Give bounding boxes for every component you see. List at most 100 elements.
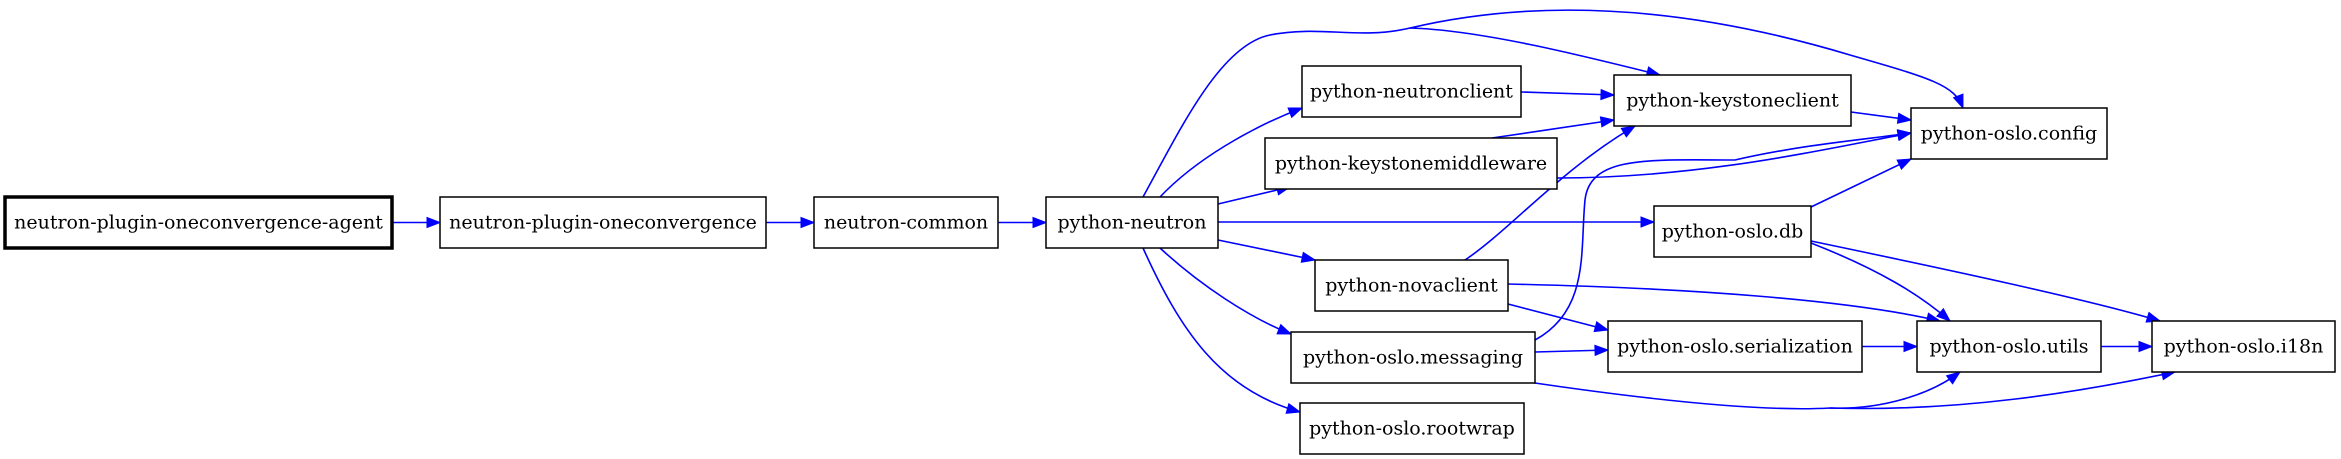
edge-keystonemw-to-config-line: [1556, 132, 1912, 179]
edge-novaclient-to-utils: [1507, 283, 1942, 324]
node-plugin-label: neutron-plugin-oneconvergence: [449, 212, 757, 234]
edge-agent-to-plugin-arrowhead: [426, 216, 442, 229]
edge-keystonemw-to-keystoneclient-line: [1491, 119, 1615, 139]
edge-keystonemw-to-keystoneclient: [1491, 116, 1616, 139]
edge-messaging-to-serialization: [1534, 344, 1610, 357]
node-common-box: [813, 196, 999, 249]
edge-messaging-to-config-line: [1534, 132, 1912, 341]
edge-messaging-to-i18n: [1829, 369, 2177, 410]
node-plugin[interactable]: neutron-plugin-oneconvergence: [439, 196, 767, 249]
node-messaging-box: [1290, 331, 1536, 384]
edge-neutronclient-to-keystoneclient: [1520, 88, 1616, 101]
node-agent-label: neutron-plugin-oneconvergence-agent: [14, 212, 383, 234]
node-config-box: [1910, 107, 2108, 160]
edge-messaging-to-utils-line: [1527, 371, 1961, 410]
node-keystoneclient-box: [1613, 74, 1852, 127]
edge-novaclient-to-keystoneclient-arrowhead: [1620, 125, 1637, 138]
node-i18n-label: python-oslo.i18n: [2164, 336, 2324, 358]
edge-messaging-to-config: [1534, 129, 1913, 341]
node-agent-box: [3, 195, 394, 250]
edge-serialization-to-utils: [1862, 340, 1919, 353]
edge-agent-to-plugin: [392, 216, 442, 229]
edge-pyneutron-to-rootwrap-arrowhead: [1285, 402, 1302, 414]
edge-pyneutron-to-rootwrap-line: [1142, 247, 1301, 413]
node-common[interactable]: neutron-common: [813, 196, 999, 249]
edge-pyneutron-to-neutronclient-line: [1159, 107, 1303, 198]
edge-pyneutron-to-config: [1409, 9, 1964, 110]
node-utils[interactable]: python-oslo.utils: [1916, 320, 2102, 373]
node-messaging-label: python-oslo.messaging: [1303, 347, 1523, 369]
node-config-label: python-oslo.config: [1921, 123, 2097, 145]
edge-novaclient-to-serialization: [1507, 303, 1610, 333]
node-config[interactable]: python-oslo.config: [1910, 107, 2108, 160]
node-agent[interactable]: neutron-plugin-oneconvergence-agent: [3, 195, 394, 250]
edge-keystonemw-to-keystoneclient-arrowhead: [1599, 116, 1616, 128]
edge-neutronclient-to-keystoneclient-line: [1520, 91, 1615, 96]
edge-plugin-to-common: [766, 216, 816, 229]
edge-pyneutron-to-novaclient: [1217, 239, 1317, 263]
node-serialization-box: [1607, 320, 1863, 373]
edge-messaging-to-serialization-arrowhead: [1594, 344, 1610, 357]
node-db-box: [1653, 205, 1812, 258]
edge-pyneutron-to-db: [1218, 216, 1656, 228]
node-keystonemw-box: [1264, 137, 1558, 190]
node-keystoneclient[interactable]: python-keystoneclient: [1613, 74, 1852, 127]
edge-db-to-i18n-line: [1810, 240, 2161, 322]
node-i18n-box: [2151, 320, 2336, 373]
node-plugin-box: [439, 196, 767, 249]
node-neutronclient[interactable]: python-neutronclient: [1301, 65, 1522, 118]
node-i18n[interactable]: python-oslo.i18n: [2151, 320, 2336, 373]
edge-utils-to-i18n: [2101, 340, 2154, 353]
edge-neutronclient-to-keystoneclient-arrowhead: [1600, 88, 1616, 101]
node-pyneutron-box: [1045, 196, 1219, 249]
edge-db-to-utils: [1810, 242, 1952, 322]
node-utils-label: python-oslo.utils: [1929, 336, 2088, 358]
edge-pyneutron-to-messaging: [1159, 247, 1293, 335]
edge-keystonemw-to-config: [1556, 129, 1913, 179]
edge-novaclient-to-utils-line: [1507, 283, 1941, 322]
edge-db-to-utils-arrowhead: [1936, 307, 1952, 322]
node-keystoneclient-label: python-keystoneclient: [1626, 90, 1839, 112]
node-db-label: python-oslo.db: [1662, 221, 1804, 243]
node-pyneutron[interactable]: python-neutron: [1045, 196, 1219, 249]
node-neutronclient-label: python-neutronclient: [1310, 81, 1513, 103]
edge-pyneutron-to-db-arrowhead: [1640, 216, 1656, 228]
edge-keystoneclient-to-config-arrowhead: [1896, 112, 1913, 124]
edge-pyneutron-to-novaclient-line: [1217, 239, 1316, 261]
node-utils-box: [1916, 320, 2102, 373]
edge-pyneutron-to-messaging-line: [1159, 247, 1292, 335]
edge-pyneutron-to-rootwrap: [1142, 247, 1302, 414]
node-keystonemw[interactable]: python-keystonemiddleware: [1264, 137, 1558, 190]
node-neutronclient-box: [1301, 65, 1522, 118]
edge-pyneutron-to-neutronclient: [1159, 107, 1304, 198]
edge-common-to-pyneutron-arrowhead: [1032, 216, 1048, 229]
edge-novaclient-to-keystoneclient: [1464, 125, 1637, 261]
node-messaging[interactable]: python-oslo.messaging: [1290, 331, 1536, 384]
edge-common-to-pyneutron: [998, 216, 1048, 229]
edge-plugin-to-common-arrowhead: [800, 216, 816, 229]
edge-pyneutron-to-novaclient-arrowhead: [1300, 251, 1317, 263]
edge-novaclient-to-keystoneclient-line: [1464, 125, 1636, 261]
edge-pyneutron-to-neutronclient-arrowhead: [1287, 107, 1304, 119]
node-rootwrap[interactable]: python-oslo.rootwrap: [1299, 402, 1525, 455]
edge-novaclient-to-serialization-arrowhead: [1593, 321, 1610, 333]
edge-keystoneclient-to-config: [1850, 111, 1913, 124]
node-db[interactable]: python-oslo.db: [1653, 205, 1812, 258]
node-keystonemw-label: python-keystonemiddleware: [1275, 153, 1547, 175]
node-novaclient-box: [1314, 259, 1509, 312]
edge-novaclient-to-serialization-line: [1507, 303, 1609, 331]
node-serialization[interactable]: python-oslo.serialization: [1607, 320, 1863, 373]
edge-pyneutron-to-config-line: [1409, 9, 1964, 109]
edge-db-to-utils-line: [1810, 242, 1951, 322]
edge-messaging-to-config-arrowhead: [1896, 129, 1913, 141]
edge-pyneutron-to-keystoneclient-line: [1142, 27, 1661, 198]
edge-pyneutron-to-messaging-arrowhead: [1276, 323, 1293, 335]
edge-db-to-config: [1810, 158, 1913, 208]
node-serialization-label: python-oslo.serialization: [1617, 336, 1853, 358]
edge-messaging-to-i18n-line: [1829, 371, 2176, 410]
edges-layer: [392, 9, 2177, 414]
nodes-layer: neutron-plugin-oneconvergence-agent neutr…: [3, 65, 2336, 455]
node-novaclient[interactable]: python-novaclient: [1314, 259, 1509, 312]
edge-messaging-to-utils-arrowhead: [1945, 371, 1962, 385]
node-rootwrap-box: [1299, 402, 1525, 455]
